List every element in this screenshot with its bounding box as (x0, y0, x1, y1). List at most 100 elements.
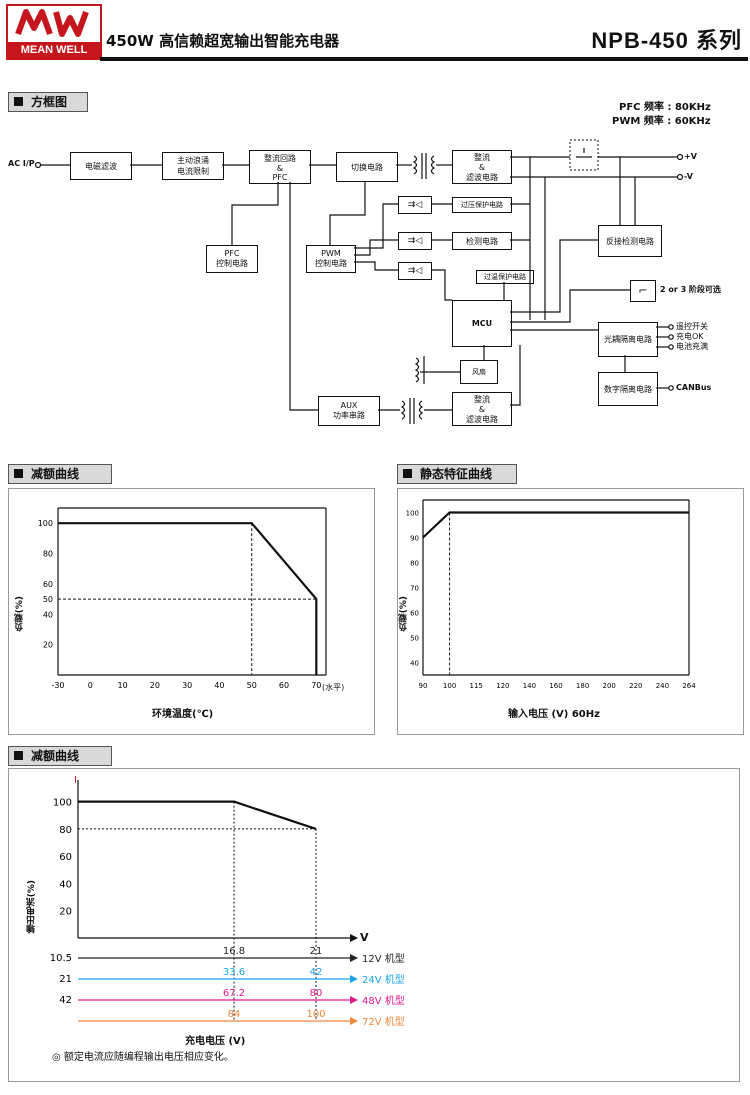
x-tick-label: -30 (51, 681, 64, 690)
y-tick-label: 60 (410, 610, 419, 618)
header-rule (100, 57, 748, 61)
rectifier-filter-block-2: 整流&滤波电路 (452, 392, 512, 426)
derating1-xnote: (水平) (322, 683, 345, 692)
derating1-xlabel: 环境温度(℃) (152, 709, 214, 720)
voltage-row-arrow (350, 975, 358, 983)
y-tick-label: 20 (59, 907, 72, 918)
row-knee-voltage: 16.8 (223, 946, 245, 957)
block-diagram (34, 139, 684, 424)
x-tick-label: 200 (603, 682, 616, 690)
x-tick-label: 90 (419, 682, 428, 690)
y-tick-label: 80 (410, 560, 419, 568)
row-knee-voltage: 67.2 (223, 988, 245, 999)
row-knee-voltage: 84 (228, 1009, 241, 1020)
y-tick-label: 80 (59, 825, 72, 836)
opto-coupler-icon: ⇉◁ (398, 232, 432, 250)
model-name: NPB-450 系列 (591, 28, 742, 53)
voltage-row-arrow (350, 954, 358, 962)
x-tick-label: 240 (656, 682, 669, 690)
pwm-frequency: PWM 频率 : 60KHz (612, 116, 711, 127)
x-tick-label: 30 (182, 681, 192, 690)
row-start-voltage: 42 (59, 995, 72, 1006)
y-tick-label: 50 (43, 595, 53, 604)
derating2-xlabel: 充电电压 (V) (185, 1036, 246, 1047)
y-tick-label: 100 (38, 519, 53, 528)
y-tick-label: 90 (410, 535, 419, 543)
rectifier-filter-block: 整流&滤波电路 (452, 150, 512, 184)
row-knee-voltage: 33.6 (223, 967, 245, 978)
derating1-frame (8, 488, 375, 735)
y-tick-label: 60 (43, 580, 53, 589)
y-tick-label: 100 (406, 510, 419, 518)
x-axis-arrow (350, 934, 358, 942)
static-curve (422, 511, 689, 539)
x-tick-label: 100 (443, 682, 456, 690)
y-tick-label: 40 (43, 610, 53, 619)
vplus-label: +V (684, 152, 697, 161)
row-end-voltage: 80 (310, 988, 323, 999)
x-tick-label: 220 (629, 682, 642, 690)
ovp-block: 过压保护电路 (452, 197, 512, 213)
row-model-name: 24V 机型 (362, 973, 405, 986)
derating-curve (58, 522, 318, 675)
opto-coupler-icon: ⇉◁ (398, 262, 432, 280)
x-tick-label: 60 (279, 681, 289, 690)
vminus-label: -V (684, 172, 693, 181)
row-model-name: 72V 机型 (362, 1015, 405, 1028)
x-tick-label: 115 (470, 682, 483, 690)
derating2-i-label: I (74, 775, 77, 786)
y-tick-label: 70 (410, 585, 419, 593)
rectifier-pfc-block: 整流回路&PFC (249, 150, 311, 184)
section-title-static: 静态特征曲线 (397, 464, 517, 484)
row-model-name: 12V 机型 (362, 952, 405, 965)
brand-logo: MEAN WELL (6, 4, 102, 60)
y-tick-label: 20 (43, 641, 53, 650)
section-title-block-diagram: 方框图 (8, 92, 88, 112)
selector-switch-icon: ⌐ (630, 280, 656, 302)
switching-block: 切换电路 (336, 152, 398, 182)
fan-block: 风扇 (460, 360, 498, 384)
x-tick-label: 160 (549, 682, 562, 690)
x-tick-label: 120 (496, 682, 509, 690)
mcu-block: MCU (452, 300, 512, 347)
derating-curve (78, 800, 317, 830)
row-end-voltage: 21 (310, 946, 323, 957)
x-tick-label: 140 (523, 682, 536, 690)
derating2-v-label: V (360, 931, 369, 944)
x-tick-label: 264 (682, 682, 696, 690)
x-tick-label: 40 (214, 681, 224, 690)
voltage-row-arrow (350, 1017, 358, 1025)
logo-mark (8, 6, 100, 40)
y-tick-label: 80 (43, 550, 53, 559)
row-start-voltage: 10.5 (50, 953, 72, 964)
derating2-frame (8, 768, 740, 1082)
y-tick-label: 40 (410, 660, 419, 668)
battery-full-label: 电池充满 (676, 342, 708, 351)
static-xlabel: 输入电压 (V) 60Hz (508, 709, 600, 720)
row-end-voltage: 42 (310, 967, 323, 978)
y-tick-label: 100 (53, 798, 72, 809)
pfc-frequency: PFC 频率 : 80KHz (619, 102, 711, 113)
section-title-derating-2: 减额曲线 (8, 746, 112, 766)
derating2-ylabel: 输出电流(%) (27, 880, 37, 934)
row-start-voltage: 21 (59, 974, 72, 985)
opto-coupler-icon: ⇉◁ (398, 196, 432, 214)
digital-isolation-block: 数字隔离电路 (598, 372, 658, 406)
y-tick-label: 40 (59, 879, 72, 890)
otp-block: 过温保护电路 (476, 270, 534, 284)
charge-ok-label: 充电OK (676, 332, 704, 341)
derating2-note: ◎ 额定电流应随编程输出电压相应变化。 (52, 1052, 234, 1063)
detection-block: 检测电路 (452, 232, 512, 250)
fan-label: 风扇 (472, 368, 486, 376)
reverse-detect-block: 反接检测电路 (598, 225, 662, 257)
ac-input-label: AC I/P (8, 159, 35, 168)
remote-label: 遥控开关 (676, 322, 708, 331)
x-tick-label: 50 (247, 681, 257, 690)
page-title: 450W 高信赖超宽输出智能充电器 (106, 32, 340, 50)
